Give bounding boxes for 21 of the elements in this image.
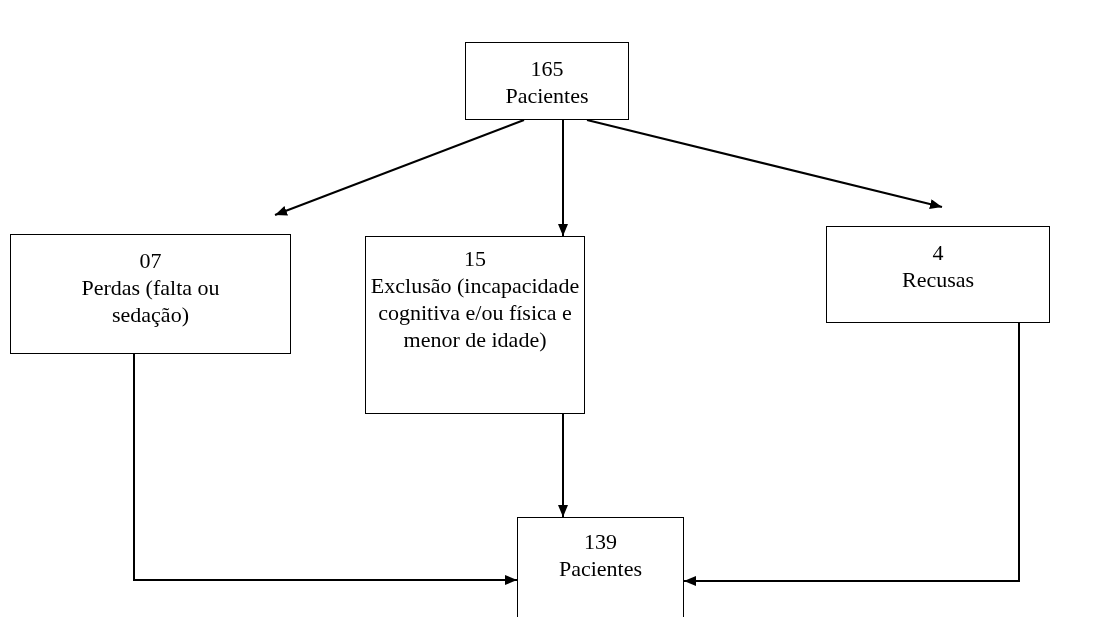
- process-box: [365, 236, 585, 414]
- count-text: 07: [139, 247, 162, 274]
- description-text: Perdas (falta ou sedação): [80, 274, 221, 328]
- arrow: [558, 119, 568, 237]
- process-box: [517, 517, 684, 617]
- arrow: [274, 119, 525, 216]
- count-text: 4: [932, 239, 944, 266]
- description-text: Pacientes: [505, 82, 589, 109]
- process-box: [10, 234, 291, 354]
- count-text: 165: [530, 55, 564, 82]
- count-text: 139: [584, 528, 617, 555]
- process-box: [465, 42, 629, 120]
- description-text: Exclusão (incapacidade cognitiva e/ou física e menor de idade): [369, 272, 581, 353]
- arrow: [133, 353, 518, 585]
- description-text: Pacientes: [558, 555, 643, 582]
- arrow: [558, 413, 568, 518]
- process-box: [826, 226, 1050, 323]
- description-text: Recusas: [901, 266, 975, 293]
- count-text: 15: [464, 245, 486, 272]
- arrow: [683, 322, 1020, 586]
- arrow: [586, 119, 943, 209]
